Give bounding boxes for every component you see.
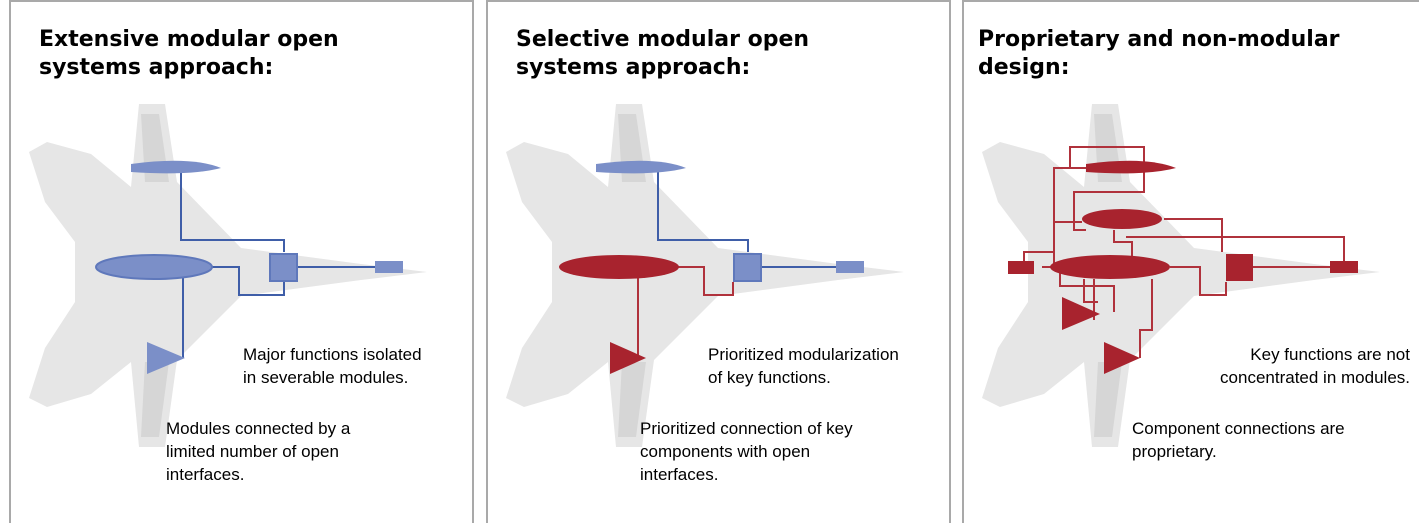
aircraft-diagram — [506, 104, 904, 447]
panel-title: Proprietary and non-modular design: — [978, 27, 1340, 80]
panel-title: Extensive modular open systems approach: — [39, 27, 339, 80]
modules — [1008, 160, 1358, 374]
nose-sensor-module — [1330, 261, 1358, 273]
connection-lines — [637, 168, 836, 358]
modules — [95, 160, 403, 374]
panel-title: Selective modular open systems approach: — [516, 27, 810, 80]
aircraft-silhouette — [29, 104, 427, 447]
weapon-module-upper — [1062, 297, 1100, 330]
weapon-module-lower — [1104, 342, 1140, 374]
weapon-module — [610, 342, 646, 374]
connection-lines — [180, 168, 375, 358]
secondary-processor-module — [1082, 209, 1162, 229]
rear-module — [1008, 261, 1034, 274]
sensor-module — [131, 160, 221, 174]
aircraft-silhouette — [982, 104, 1380, 447]
interface-module — [1226, 254, 1253, 281]
note-modularization: Key functions are not concentrated in mo… — [1220, 345, 1410, 387]
panel-extensive-mosa: Extensive modular open systems approach:… — [9, 0, 474, 523]
interface-module — [269, 253, 298, 282]
core-processor-module — [1050, 255, 1170, 279]
sensor-module — [596, 160, 686, 174]
note-interfaces: Modules connected by a limited number of… — [166, 419, 351, 484]
panel-proprietary: Proprietary and non-modular design: — [962, 0, 1419, 523]
sensor-module — [1086, 160, 1176, 174]
nose-sensor-module — [375, 261, 403, 273]
note-interfaces: Component connections are proprietary. — [1132, 419, 1345, 461]
note-interfaces: Prioritized connection of key components… — [640, 419, 853, 484]
interface-module — [733, 253, 762, 282]
note-modularization: Major functions isolated in severable mo… — [243, 345, 422, 387]
nose-sensor-module — [836, 261, 864, 273]
note-modularization: Prioritized modularization of key functi… — [708, 345, 899, 387]
panel-selective-mosa: Selective modular open systems approach:… — [486, 0, 951, 523]
aircraft-diagram — [982, 104, 1380, 447]
modules — [559, 160, 864, 374]
weapon-module — [147, 342, 185, 374]
core-processor-module — [95, 254, 213, 280]
aircraft-diagram — [29, 104, 427, 447]
core-processor-module — [559, 255, 679, 279]
